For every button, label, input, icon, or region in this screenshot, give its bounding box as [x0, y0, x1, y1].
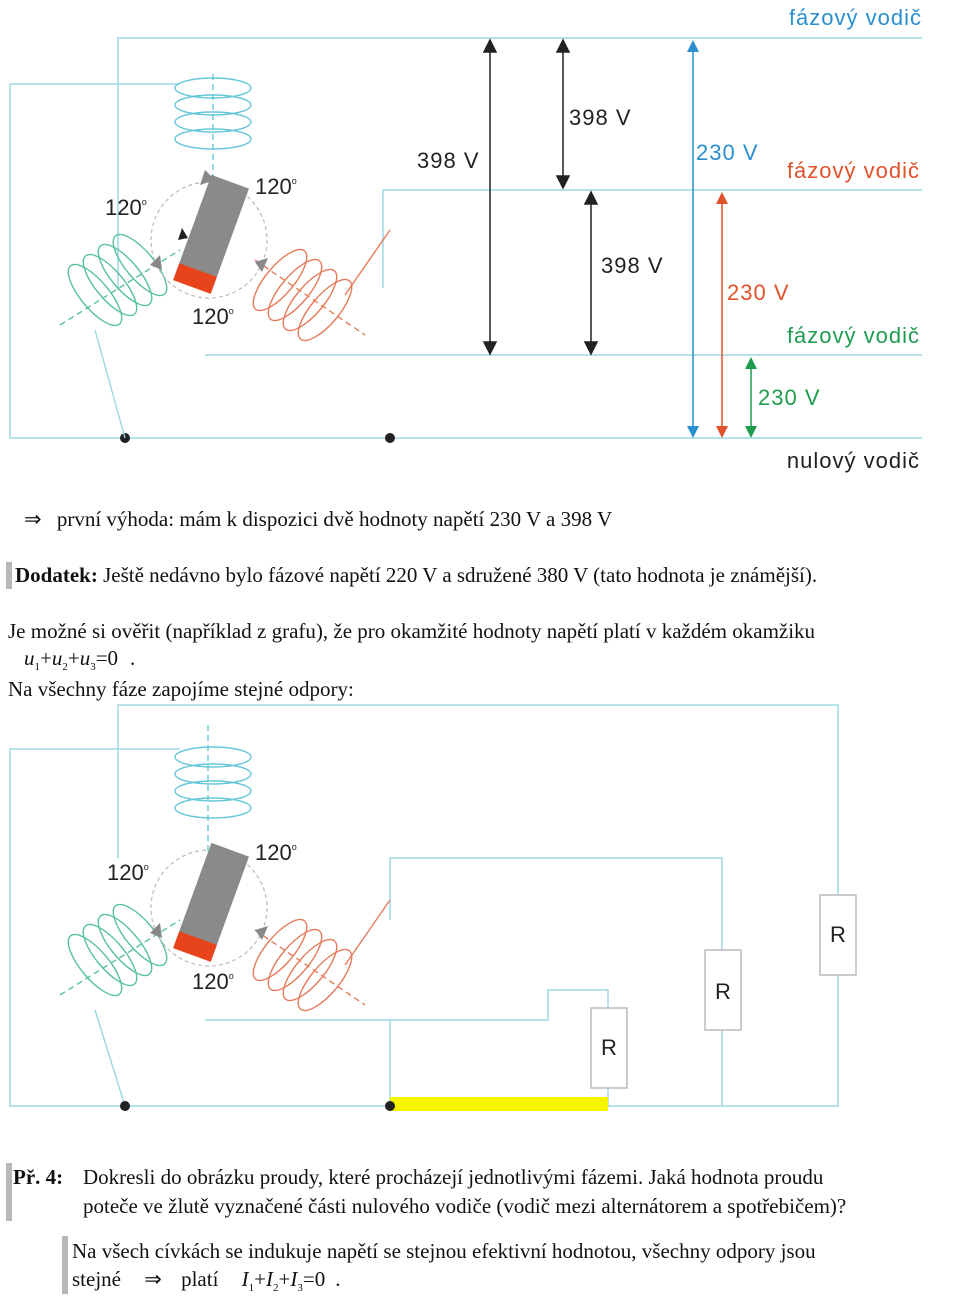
voltage-230-a: 230 V — [696, 140, 759, 165]
arrow-head — [555, 38, 571, 53]
dodatek-label: Dodatek: — [15, 563, 98, 587]
voltage-equation: u1+u2+u3=0. — [24, 646, 136, 674]
neutral-label: nulový vodič — [787, 448, 920, 473]
phase-voltage-arrows — [687, 40, 757, 438]
angle-label-left: 120o — [105, 195, 147, 220]
resistor-label-r3: R — [601, 1035, 617, 1060]
implies-icon: ⇒ — [24, 507, 42, 531]
advantage-text: první výhoda: mám k dispozici dvě hodnot… — [56, 507, 613, 531]
arrow-head — [482, 341, 498, 356]
dodatek-line: Dodatek: Ještě nedávno bylo fázové napět… — [15, 563, 817, 588]
angle-label-bottom-2: 120o — [192, 969, 234, 994]
neutral-wire — [9, 84, 922, 439]
wires — [9, 37, 922, 439]
coil-left — [59, 233, 181, 439]
coil-right — [252, 229, 391, 342]
terminal-dot — [385, 433, 395, 443]
rotor-magnet — [150, 170, 268, 299]
phase-wire-top — [117, 37, 922, 290]
task-label: Př. 4: — [13, 1165, 64, 1189]
three-phase-voltage-diagram: fázový vodič fázový vodič fázový vodič n… — [9, 5, 922, 473]
phase-label-top: fázový vodič — [789, 5, 922, 30]
resistor-label-r2: R — [715, 979, 731, 1004]
angle-label-left-2: 120o — [107, 860, 149, 885]
voltage-398-c: 398 V — [601, 253, 664, 278]
highlighted-neutral-segment — [390, 1097, 608, 1111]
task-bar — [6, 1163, 12, 1221]
arrow-head — [583, 190, 599, 205]
voltage-398-b: 398 V — [569, 105, 632, 130]
answer-line-1: Na všech cívkách se indukuje napětí se s… — [72, 1239, 816, 1263]
arrow-head — [583, 341, 599, 356]
resistor-label-r1: R — [830, 922, 846, 947]
task-line-2: poteče ve žlutě vyznačené části nulového… — [83, 1194, 847, 1218]
phase-label-low: fázový vodič — [787, 323, 920, 348]
voltage-230-c: 230 V — [758, 385, 821, 410]
voltage-398-a: 398 V — [417, 148, 480, 173]
implies-icon: ⇒ — [144, 1267, 162, 1291]
voltage-230-b: 230 V — [727, 280, 790, 305]
resistor-r3 — [590, 894, 857, 1089]
task-line-1: Dokresli do obrázku proudy, které prochá… — [83, 1165, 824, 1189]
angle-label-bottom: 120o — [192, 304, 234, 329]
angle-label-right: 120o — [255, 174, 297, 199]
arrow-head — [555, 175, 571, 190]
verify-text: Je možné si ověřit (například z grafu), … — [8, 619, 816, 643]
coil-top — [174, 74, 252, 210]
connect-text: Na všechny fáze zapojíme stejné odpory: — [8, 677, 354, 701]
dodatek-text: Ještě nedávno bylo fázové napětí 220 V a… — [103, 563, 818, 587]
angle-label-right-2: 120o — [255, 840, 297, 865]
advantage-line: ⇒ první výhoda: mám k dispozici dvě hodn… — [24, 507, 612, 532]
phase-wire-mid — [382, 189, 922, 288]
phase-label-mid: fázový vodič — [787, 158, 920, 183]
answer-line-2: stejné ⇒ platí I1+I2+I3=0. — [72, 1267, 341, 1295]
voltage-arrows-line — [482, 38, 599, 356]
answer-bar — [62, 1236, 68, 1294]
arrow-head — [482, 38, 498, 53]
dodatek-bar — [6, 562, 12, 589]
